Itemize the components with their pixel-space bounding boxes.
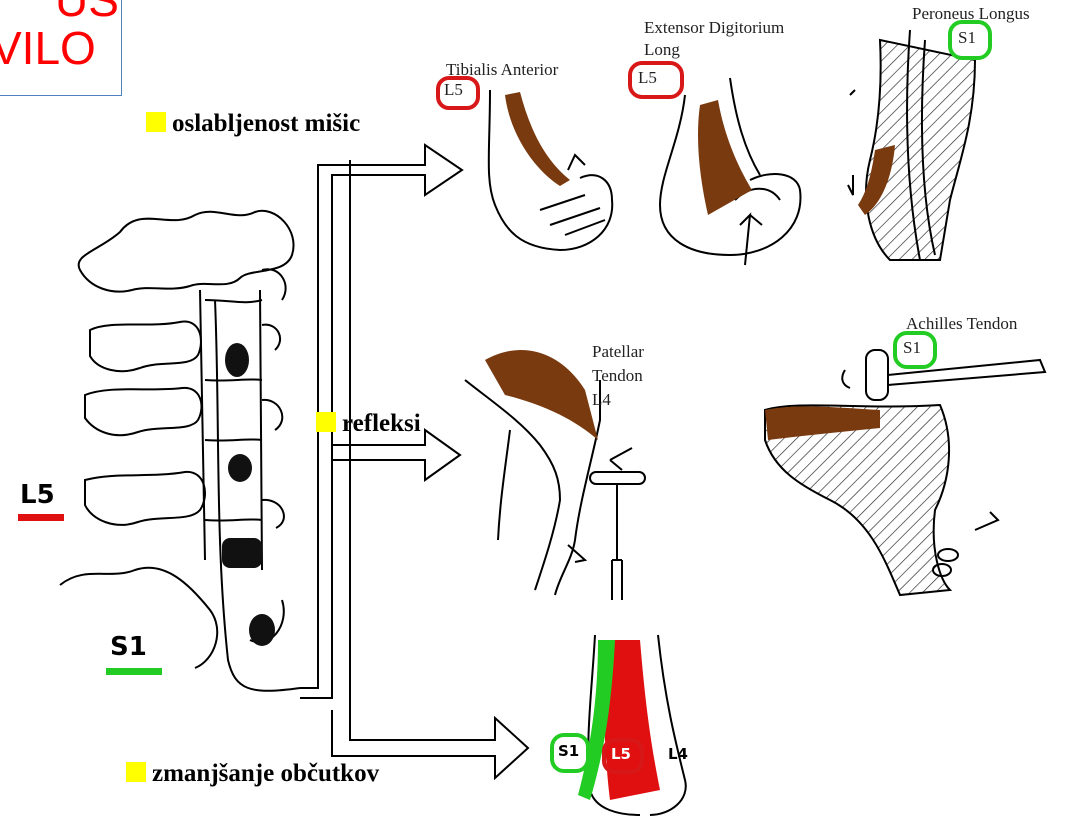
- spine-disc-dark-marks: [222, 343, 275, 646]
- yellow-bullet-icon: [126, 762, 146, 782]
- l5-underline: [18, 514, 64, 521]
- peroneus-root-label: S1: [958, 28, 976, 48]
- s1-underline: [106, 668, 162, 675]
- extensor-root-label: L5: [638, 68, 657, 88]
- yellow-bullet-icon: [146, 112, 166, 132]
- title-box: US VILO: [0, 0, 122, 96]
- extensor-muscle: [698, 100, 752, 215]
- extensor-digitorum-label-2: Long: [644, 40, 680, 60]
- category-reflex-label: refleksi: [342, 410, 421, 437]
- patellar-label-line1: Patellar: [592, 342, 644, 362]
- category-reflexes: refleksi: [316, 410, 421, 438]
- achilles-root-label: S1: [903, 338, 921, 358]
- spine-s1-label: S1: [110, 632, 147, 662]
- category-sensation: zmanjšanje občutkov: [126, 760, 379, 788]
- patellar-knee-drawing: [465, 380, 645, 600]
- category-muscle-weakness: oslabljenost mišic: [146, 110, 360, 138]
- patellar-label-line2: Tendon: [592, 366, 643, 386]
- title-line-1: US: [55, 0, 119, 23]
- branching-arrows: [300, 145, 528, 778]
- patellar-label-line3: L4: [592, 390, 611, 410]
- title-line-2: VILO: [0, 25, 96, 71]
- tibialis-anterior-label: Tibialis Anterior: [446, 60, 558, 80]
- category-sensation-label: zmanjšanje občutkov: [152, 760, 379, 787]
- dermatome-l5-label: L5: [611, 745, 631, 763]
- patellar-muscle: [485, 350, 598, 440]
- category-muscle-label: oslabljenost mišic: [172, 110, 360, 137]
- dermatome-s1-label: S1: [558, 742, 579, 760]
- achilles-tendon-label: Achilles Tendon: [906, 314, 1017, 334]
- peroneus-longus-label: Peroneus Longus: [912, 4, 1030, 24]
- dermatome-l4-label: L4: [668, 745, 688, 763]
- spine-l5-label: L5: [20, 480, 55, 510]
- tibialis-muscle: [505, 92, 570, 186]
- yellow-bullet-icon: [316, 412, 336, 432]
- extensor-digitorum-label: Extensor Digitorium: [644, 18, 784, 38]
- tibialis-root-label: L5: [444, 80, 463, 100]
